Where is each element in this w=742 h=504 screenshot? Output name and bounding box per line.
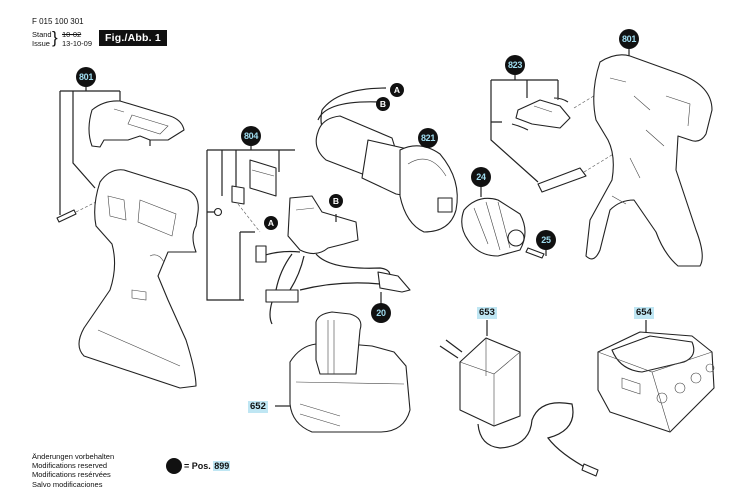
callout-823[interactable]: 823	[505, 55, 525, 75]
charger-base	[597, 320, 715, 433]
callout-801-cover[interactable]: 801	[76, 67, 96, 87]
connector-a-switch: A	[264, 216, 278, 230]
housing-top-cover	[88, 100, 185, 148]
motor-gearbox	[315, 87, 458, 233]
note-en: Modifications reserved	[32, 461, 108, 471]
callout-652[interactable]: 652	[248, 401, 268, 413]
trigger-switch	[255, 195, 359, 263]
date-block: 10-02 13-10-09	[62, 30, 92, 48]
callout-654[interactable]: 654	[634, 307, 654, 319]
callout-804[interactable]: 804	[241, 126, 261, 146]
callout-24[interactable]: 24	[471, 167, 491, 187]
stand-label: Stand	[32, 30, 52, 39]
leader-823	[490, 70, 559, 183]
modification-notes: Änderungen vorbehalten Modifications res…	[32, 452, 114, 489]
legend-dot-icon	[166, 458, 182, 474]
leader-801-left	[59, 83, 121, 215]
housing-half-left	[78, 169, 199, 389]
switch-kit-parts	[213, 159, 277, 233]
stand-issue-labels: Stand Issue	[32, 30, 52, 48]
note-fr: Modifications resérvées	[32, 470, 111, 480]
note-de: Änderungen vorbehalten	[32, 452, 115, 461]
switch-wiring	[265, 253, 411, 325]
note-es: Salvo modificaciones	[32, 479, 103, 489]
battery-latch-parts	[511, 79, 621, 193]
legend-text: = Pos.	[184, 461, 211, 471]
battery-pack	[275, 311, 411, 433]
connector-b-switch: B	[329, 194, 343, 208]
callout-801-housing[interactable]: 801	[619, 29, 639, 49]
part-number: F 015 100 301	[32, 17, 84, 26]
housing-half-right	[585, 47, 713, 267]
callout-25[interactable]: 25	[536, 230, 556, 250]
legend-pos: = Pos. 899	[184, 461, 231, 471]
power-adapter	[439, 320, 599, 477]
housing-screw	[56, 199, 101, 223]
issue-label: Issue	[32, 39, 50, 48]
legend-number: 899	[213, 461, 231, 471]
brace-glyph: }	[52, 28, 58, 47]
connector-a-top: A	[390, 83, 404, 97]
old-date: 10-02	[62, 30, 82, 39]
callout-821[interactable]: 821	[418, 128, 438, 148]
issue-date: 13-10-09	[62, 39, 93, 48]
figure-label: Fig./Abb. 1	[99, 30, 167, 46]
callout-653[interactable]: 653	[477, 307, 497, 319]
leader-804	[206, 137, 295, 301]
connector-b-top: B	[376, 97, 390, 111]
callout-20[interactable]: 20	[371, 303, 391, 323]
drill-chuck	[461, 186, 526, 257]
